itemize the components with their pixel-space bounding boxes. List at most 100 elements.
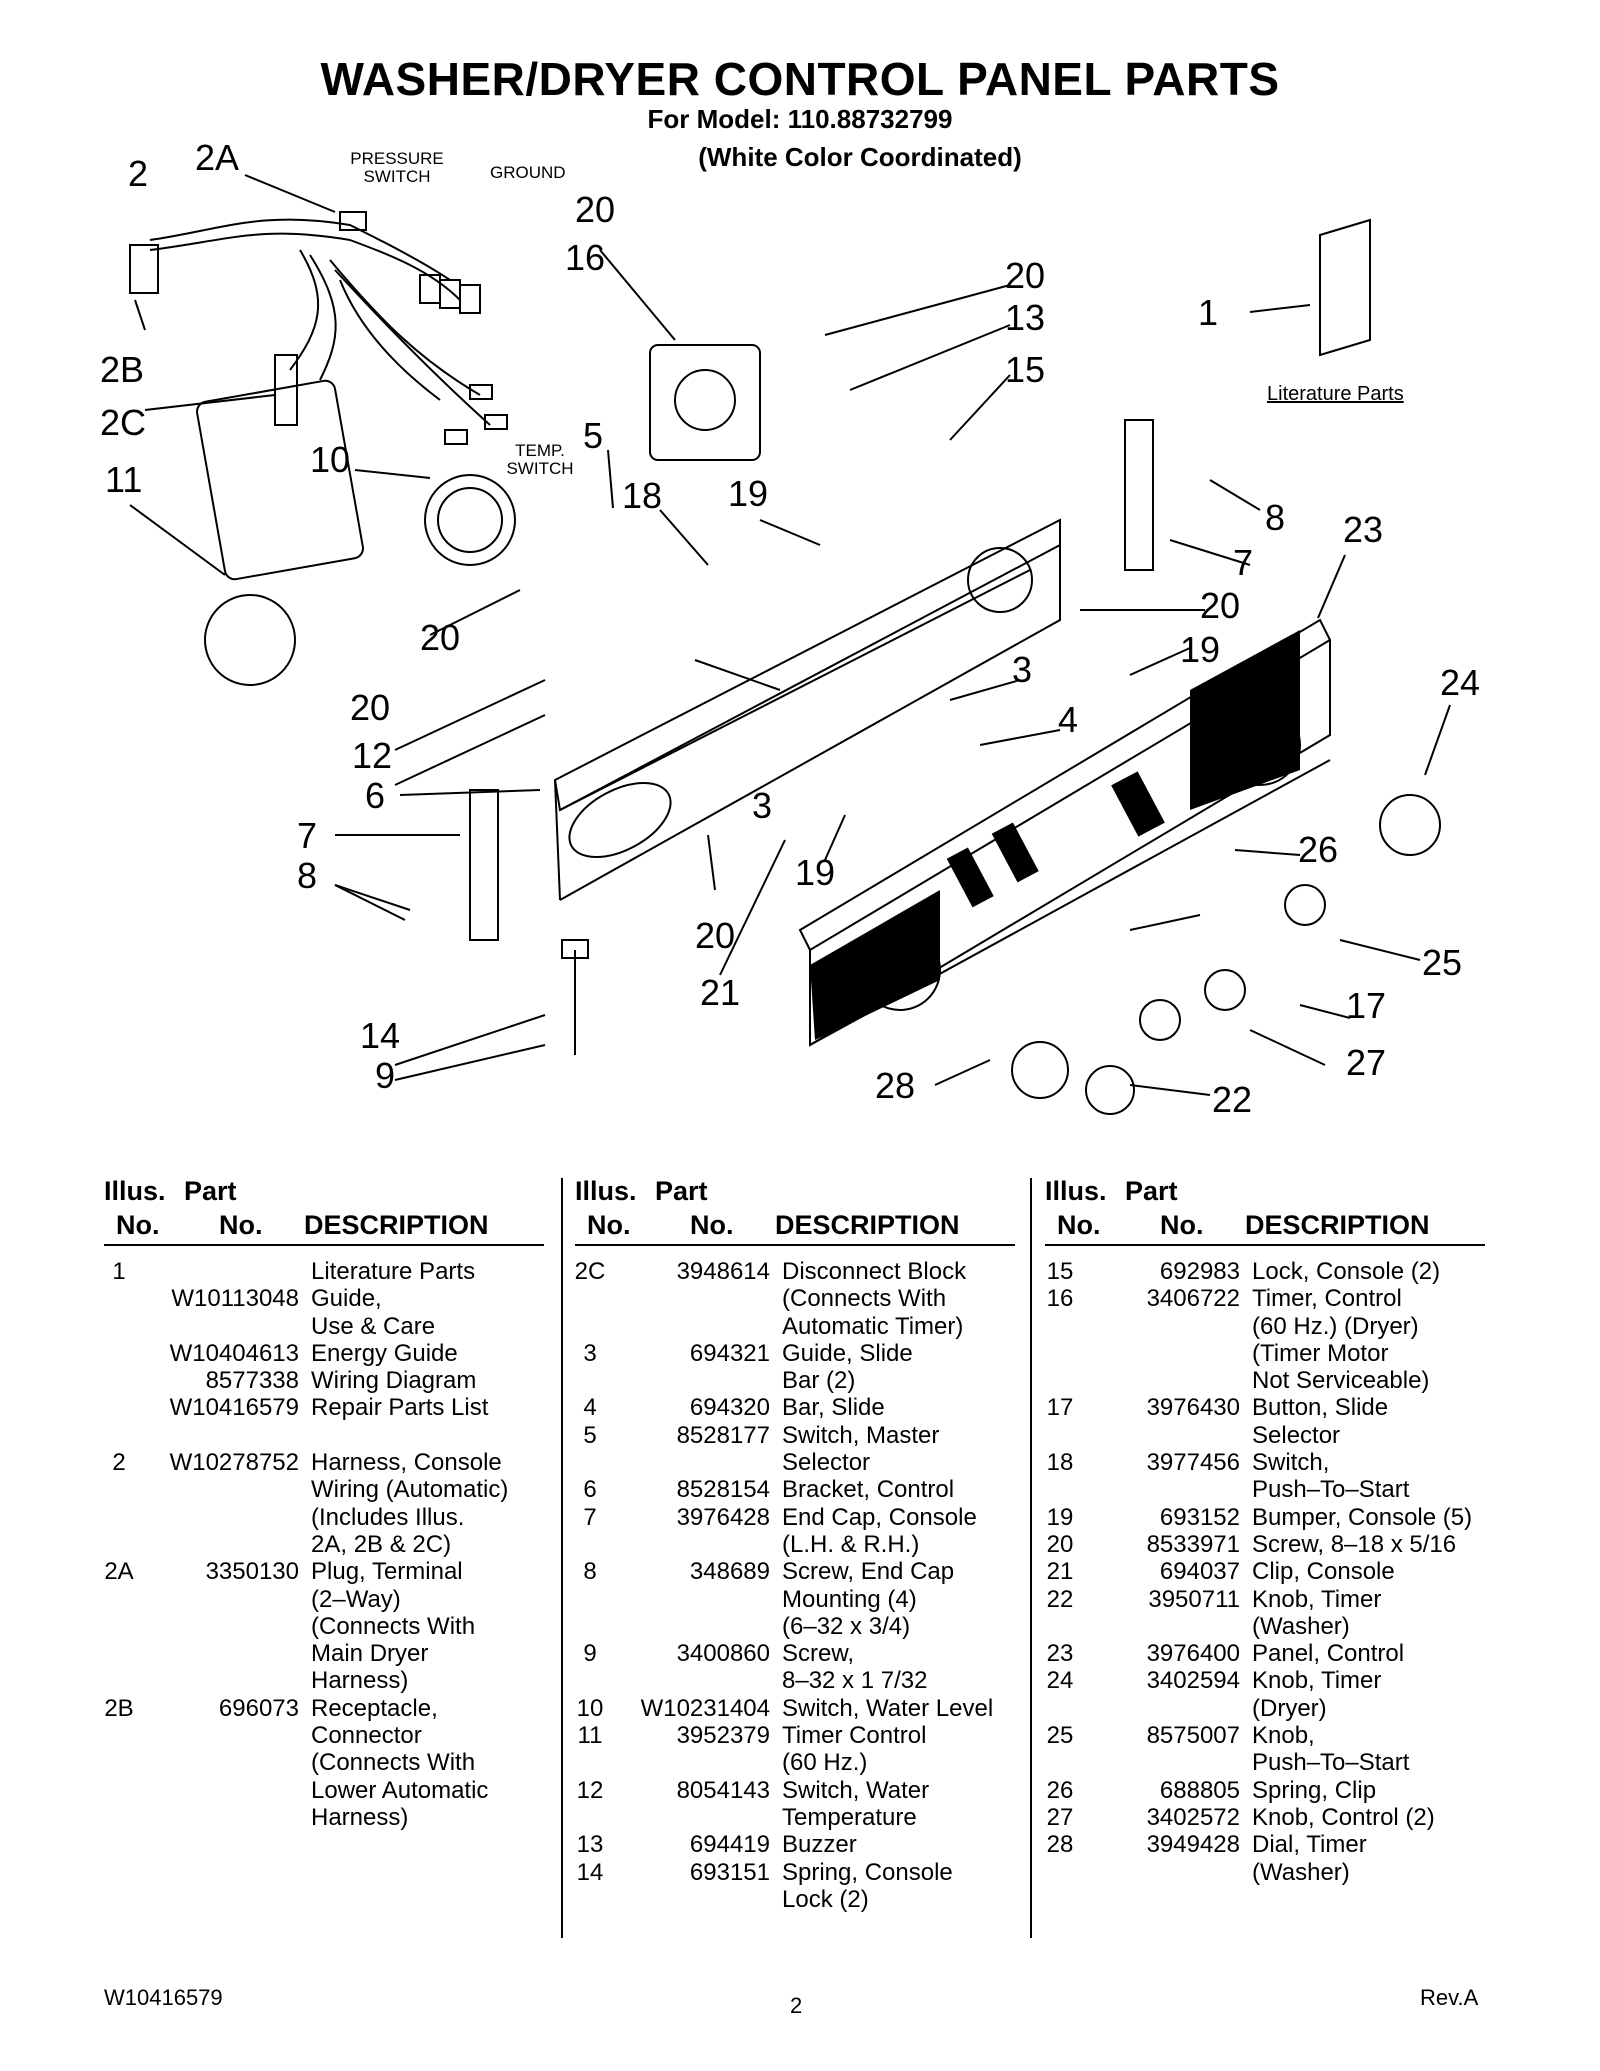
callout-19b: 19 [1180,629,1221,670]
header-illus: Illus. [1045,1176,1107,1206]
callout-3: 3 [1012,649,1033,690]
illus-number: 8 [583,1558,597,1586]
illus-number: 25 [1046,1722,1074,1750]
part-number: 694321 [689,1339,770,1367]
illus-number: 26 [1046,1776,1074,1804]
part-number: 696073 [218,1694,299,1722]
part-number: 3406722 [1146,1285,1240,1313]
callout-5: 5 [583,415,604,456]
part-number: W10416579 [169,1394,299,1422]
part-number: 693151 [689,1858,770,1886]
callout-19c: 19 [795,852,836,893]
callout-15: 15 [1005,349,1046,390]
part-number: 693152 [1159,1503,1240,1531]
callout-7b: 7 [297,815,318,856]
part-number: 3977456 [1146,1449,1240,1477]
header-part: Part [655,1176,708,1206]
part-number: 8577338 [205,1367,299,1395]
callout-13: 13 [1005,297,1046,338]
part-number: 694037 [1159,1558,1240,1586]
part-number: 694419 [689,1831,770,1859]
part-description: Lock, Console (2) [1252,1258,1441,1285]
part-description: End Cap, Console(L.H. & R.H.) [782,1503,977,1558]
part-description: Timer, Control(60 Hz.) (Dryer)(Timer Mot… [1252,1285,1430,1395]
part-number: 694320 [689,1394,770,1422]
part-description: Switch,Push–To–Start [1252,1449,1410,1504]
part-description: Panel, Control [1252,1640,1405,1668]
header-description: DESCRIPTION [304,1210,489,1240]
exploded-parts-diagram [129,174,1451,1115]
callout-12: 12 [352,735,393,776]
part-number: 8528177 [676,1421,770,1449]
callout-17: 17 [1346,985,1387,1026]
callout-11: 11 [105,459,143,500]
illus-number: 1 [112,1258,126,1285]
callout-3b: 3 [752,785,773,826]
part-number: 8575007 [1146,1722,1240,1750]
part-number: 8528154 [676,1476,770,1504]
illus-number: 11 [577,1722,603,1750]
illus-number: 19 [1046,1503,1074,1531]
illus-number: 28 [1046,1831,1074,1859]
part-number: 3952379 [676,1722,770,1750]
header-illus-no: No. [1057,1210,1101,1240]
callout-10: 10 [310,439,351,480]
illus-number: 15 [1046,1258,1074,1285]
illus-number: 27 [1046,1803,1074,1831]
header-description: DESCRIPTION [775,1210,960,1240]
part-description: Dial, Timer(Washer) [1252,1831,1367,1886]
callout-20d: 20 [575,189,616,230]
part-description: Switch, Water Level [782,1694,994,1722]
part-number: 8054143 [676,1776,770,1804]
callout-20: 20 [1005,255,1046,296]
callout-8b: 8 [297,855,318,896]
callout-19: 19 [728,473,769,514]
part-description: Guide,Use & Care [311,1285,436,1340]
illus-number: 10 [576,1694,604,1722]
part-description: Wiring Diagram [311,1367,477,1395]
illus-number: 9 [583,1640,597,1668]
callout-4: 4 [1058,699,1079,740]
header-illus-no: No. [116,1210,160,1240]
header-part-no: No. [219,1210,263,1240]
header-illus: Illus. [104,1176,166,1206]
part-number: 3976428 [676,1503,770,1531]
illus-number: 3 [583,1339,597,1367]
callout-8: 8 [1265,497,1286,538]
header-part: Part [1125,1176,1178,1206]
header-rule [1045,1244,1485,1246]
part-description [311,1422,554,1449]
header-part-no: No. [690,1210,734,1240]
part-description: Buzzer [782,1831,857,1859]
header-rule [575,1244,1015,1246]
part-description: Energy Guide [311,1339,458,1367]
illus-number: 6 [583,1476,597,1504]
callout-1: 1 [1198,292,1219,333]
illus-number: 16 [1046,1285,1074,1313]
part-description: Knob, Control (2) [1252,1803,1435,1831]
